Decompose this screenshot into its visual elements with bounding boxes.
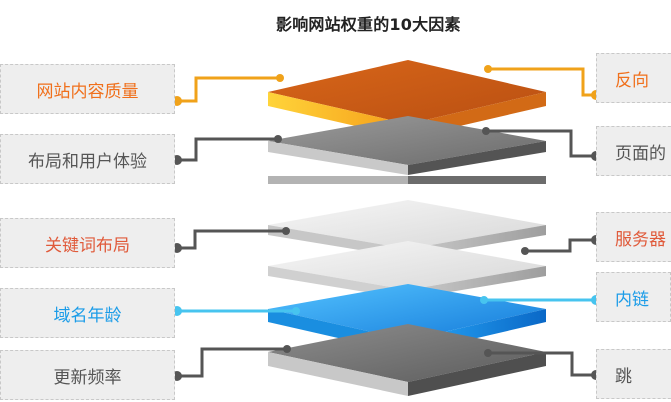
- factor-box-right-4: 内链: [596, 272, 671, 322]
- factor-box-left-3: 关键词布局: [0, 218, 175, 268]
- connector-left-1: [172, 74, 284, 106]
- factor-label-right-2: 页面的: [615, 143, 666, 164]
- factor-box-left-4: 域名年龄: [0, 288, 175, 338]
- layer-2-gray: [268, 116, 546, 175]
- factor-box-right-2: 页面的: [596, 126, 671, 176]
- factor-label-left-4: 域名年龄: [53, 305, 122, 326]
- factor-box-right-5: 跳: [596, 349, 671, 399]
- factor-box-left-1: 网站内容质量: [0, 64, 175, 114]
- layer-3-bar: [268, 176, 546, 184]
- factor-box-right-1: 反向: [596, 53, 671, 103]
- factor-box-left-2: 布局和用户体验: [0, 134, 175, 184]
- factor-box-left-5: 更新频率: [0, 350, 175, 400]
- factor-label-left-1: 网站内容质量: [36, 81, 139, 102]
- factor-label-left-2: 布局和用户体验: [28, 151, 147, 172]
- connector-left-2: [172, 135, 282, 165]
- layer-7-gray: [268, 324, 546, 396]
- factor-label-right-4: 内链: [615, 289, 649, 310]
- factor-box-right-3: 服务器: [596, 212, 671, 262]
- factor-label-right-3: 服务器: [615, 229, 666, 250]
- diagram-title: 影响网站权重的10大因素: [276, 15, 461, 34]
- factor-label-left-3: 关键词布局: [45, 235, 130, 256]
- connector-right-3: [521, 235, 601, 255]
- factor-label-right-1: 反向: [615, 70, 649, 91]
- connector-left-3: [172, 227, 290, 253]
- factor-label-left-5: 更新频率: [53, 367, 122, 388]
- factor-label-right-5: 跳: [615, 366, 632, 387]
